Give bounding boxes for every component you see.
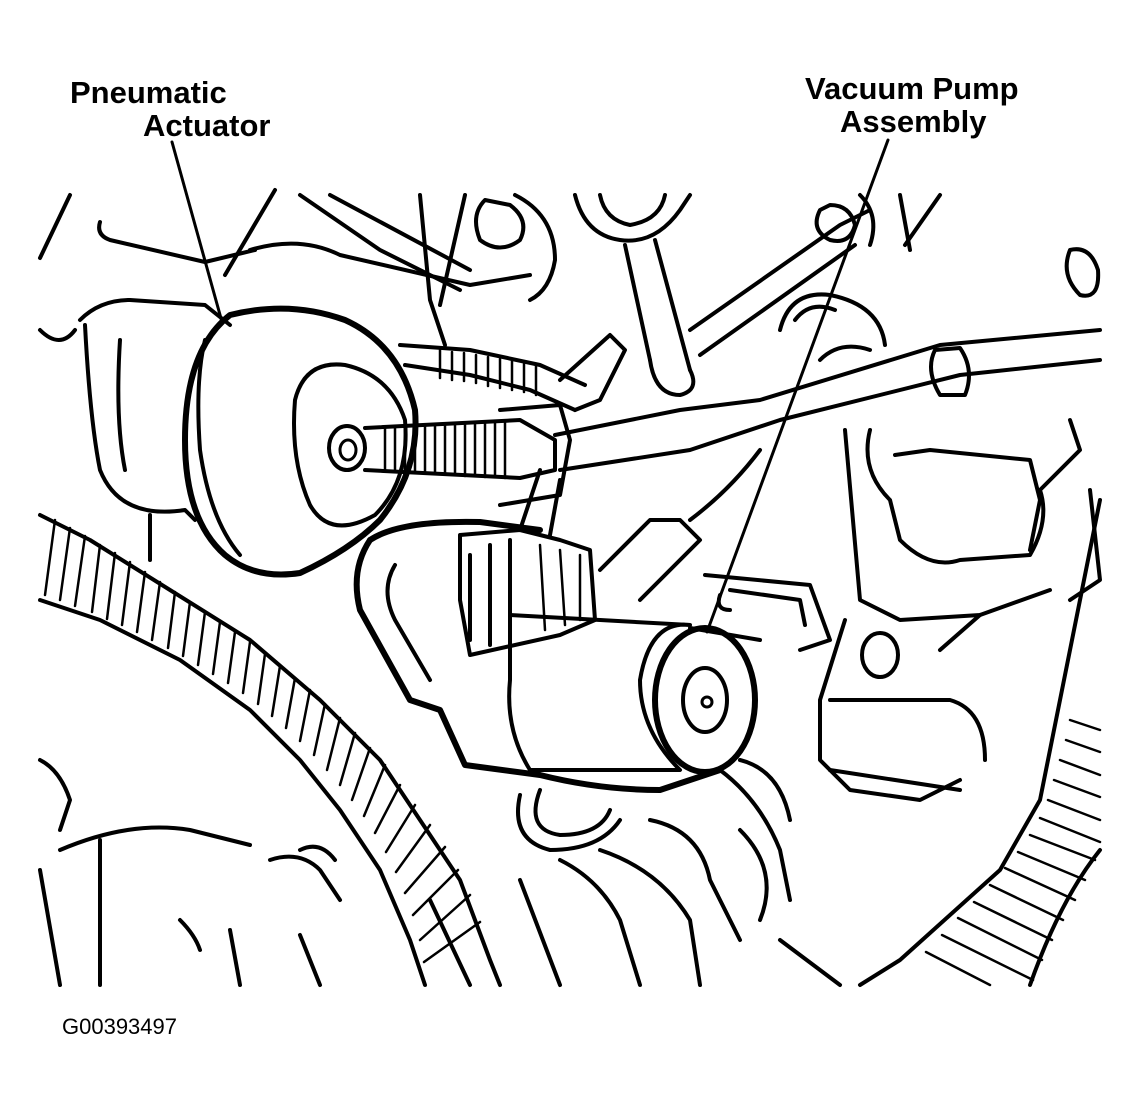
pump-leader-line	[705, 138, 890, 634]
vacuum-pump-assembly-label-line1: Vacuum Pump	[805, 71, 1019, 106]
spring-hose	[398, 333, 627, 412]
corrugated-hose	[38, 513, 502, 987]
vacuum-line-tube	[553, 328, 1102, 472]
lower-engine-outline	[38, 758, 842, 987]
pneumatic-actuator	[182, 305, 572, 578]
pneumatic-actuator-label-line2: Actuator	[143, 108, 271, 143]
pneumatic-actuator-label-line1: Pneumatic	[70, 75, 227, 110]
vacuum-pump-assembly	[353, 448, 832, 902]
lower-right-hose	[858, 498, 1102, 987]
actuator-leader-line	[170, 140, 224, 324]
vacuum-pump-assembly-label-line2: Assembly	[840, 104, 987, 139]
right-engine-outline	[778, 292, 1102, 802]
figure-id: G00393497	[62, 1014, 177, 1039]
left-engine-outline	[38, 298, 232, 562]
upper-engine-outline	[38, 188, 1101, 397]
